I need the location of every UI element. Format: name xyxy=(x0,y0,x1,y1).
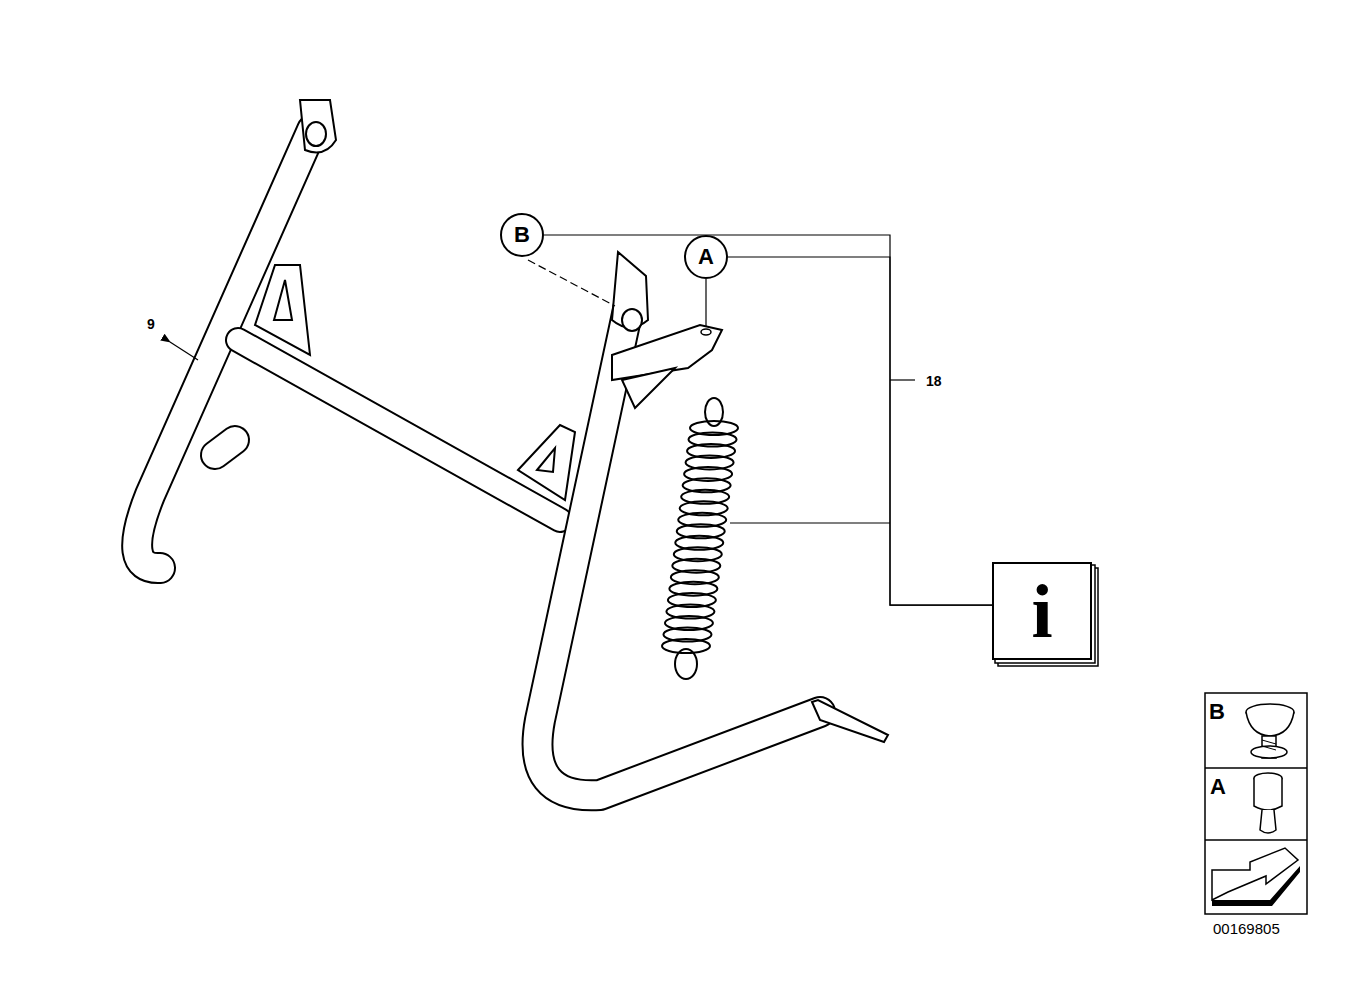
node-text: B xyxy=(514,222,530,248)
drawing-number: 00169805 xyxy=(1213,920,1280,937)
bracket-line xyxy=(544,235,992,605)
spring-coil xyxy=(662,639,710,653)
legend-letter: A xyxy=(1210,774,1226,800)
legend-letter: B xyxy=(1209,699,1225,725)
node-text: i xyxy=(1031,568,1052,655)
info-box: i xyxy=(992,562,1092,660)
callout-circle: A xyxy=(684,235,728,279)
callout-number: 18 xyxy=(926,373,942,389)
bracket-line xyxy=(728,257,992,605)
node-text: A xyxy=(698,244,714,270)
callout-circle: B xyxy=(500,213,544,257)
callout-number: 9 xyxy=(147,316,155,332)
